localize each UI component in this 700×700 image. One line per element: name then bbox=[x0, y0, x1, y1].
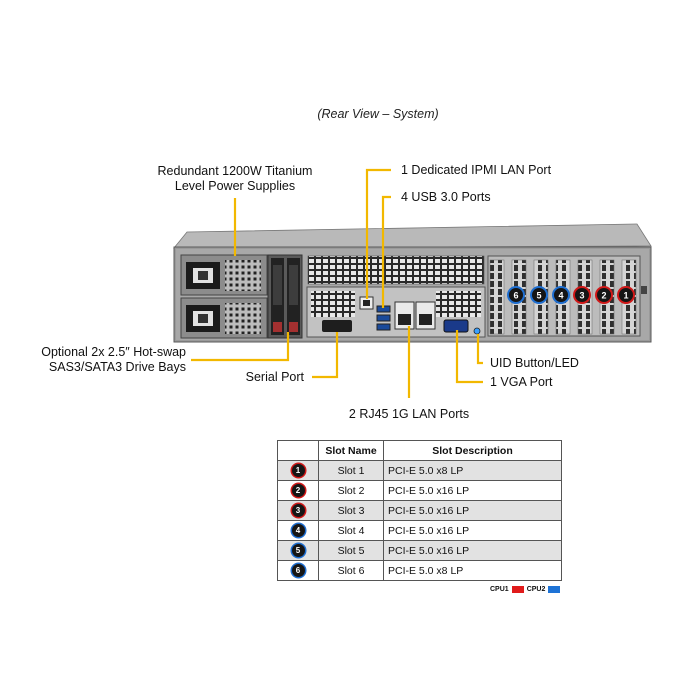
serial-callout-line bbox=[312, 332, 339, 379]
slot-name: Slot 5 bbox=[318, 540, 384, 561]
rear-vent bbox=[307, 255, 485, 285]
slot-marker bbox=[595, 286, 613, 304]
slot-badge-cell: 2 bbox=[277, 480, 319, 501]
table-row: 4 Slot 4 PCI-E 5.0 x16 LP bbox=[277, 520, 562, 541]
slot-badge: 4 bbox=[291, 524, 305, 537]
vga-label: 1 VGA Port bbox=[490, 375, 553, 389]
io-panel bbox=[306, 286, 486, 338]
slot-description: PCI-E 5.0 x8 LP bbox=[383, 460, 562, 481]
slot-name: Slot 1 bbox=[318, 460, 384, 481]
slot-marker-label: 5 bbox=[536, 291, 541, 301]
table-header: Slot Description bbox=[383, 440, 562, 461]
vga-callout-line bbox=[455, 330, 483, 384]
table-row: 5 Slot 5 PCI-E 5.0 x16 LP bbox=[277, 540, 562, 561]
slot-marker-label: 1 bbox=[623, 291, 628, 301]
drive-callout-line bbox=[191, 332, 290, 362]
legend-cpu1-label: CPU1 bbox=[490, 586, 509, 593]
slot-markers: 6 5 4 3 2 1 bbox=[507, 286, 635, 304]
slot-badge: 6 bbox=[291, 564, 305, 577]
usb-label: 4 USB 3.0 Ports bbox=[401, 190, 491, 204]
drive-bays-label-line2: SAS3/SATA3 Drive Bays bbox=[49, 360, 186, 374]
cpu-legend: CPU1 CPU2 bbox=[490, 586, 561, 593]
slot-badge-cell: 5 bbox=[277, 540, 319, 561]
slot-description: PCI-E 5.0 x16 LP bbox=[383, 500, 562, 521]
slot-marker-label: 4 bbox=[558, 291, 563, 301]
slot-name: Slot 6 bbox=[318, 560, 384, 581]
table-row: 1 Slot 1 PCI-E 5.0 x8 LP bbox=[277, 460, 562, 481]
slot-name: Slot 2 bbox=[318, 480, 384, 501]
power-label-line1: Redundant 1200W Titanium bbox=[158, 164, 313, 178]
slot-description: PCI-E 5.0 x8 LP bbox=[383, 560, 562, 581]
table-header bbox=[277, 440, 319, 461]
slot-marker bbox=[530, 286, 548, 304]
slot-badge-cell: 4 bbox=[277, 520, 319, 541]
legend-cpu2-label: CPU2 bbox=[526, 586, 546, 593]
ipmi-label: 1 Dedicated IPMI LAN Port bbox=[401, 163, 552, 177]
slot-table: Slot Name Slot Description 1 Slot 1 PCI-… bbox=[277, 440, 562, 581]
callout-lines bbox=[191, 168, 483, 398]
drive-bays bbox=[267, 254, 303, 339]
slot-badge: 3 bbox=[291, 504, 305, 517]
uid-label: UID Button/LED bbox=[490, 356, 579, 370]
slot-name: Slot 4 bbox=[318, 520, 384, 541]
legend-cpu1-swatch bbox=[511, 586, 524, 593]
slot-badge-cell: 6 bbox=[277, 560, 319, 581]
table-row: 3 Slot 3 PCI-E 5.0 x16 LP bbox=[277, 500, 562, 521]
slot-marker bbox=[617, 286, 635, 304]
slot-marker bbox=[552, 286, 570, 304]
power-supplies bbox=[180, 254, 268, 339]
slot-name: Slot 3 bbox=[318, 500, 384, 521]
uid-callout-line bbox=[476, 334, 483, 365]
slot-marker bbox=[573, 286, 591, 304]
slot-marker-label: 6 bbox=[513, 291, 518, 301]
slot-badge: 2 bbox=[291, 484, 305, 497]
slot-marker bbox=[507, 286, 525, 304]
slot-marker-label: 3 bbox=[579, 291, 584, 301]
slot-badge-cell: 1 bbox=[277, 460, 319, 481]
ipmi-callout-line bbox=[365, 168, 391, 299]
usb-callout-line bbox=[381, 195, 391, 308]
power-label-line2: Level Power Supplies bbox=[175, 179, 295, 193]
legend-cpu2-swatch bbox=[548, 586, 561, 593]
slot-description: PCI-E 5.0 x16 LP bbox=[383, 540, 562, 561]
slot-description: PCI-E 5.0 x16 LP bbox=[383, 520, 562, 541]
serial-port-label: Serial Port bbox=[246, 370, 305, 384]
diagram-title: (Rear View – System) bbox=[317, 107, 438, 121]
table-row: 2 Slot 2 PCI-E 5.0 x16 LP bbox=[277, 480, 562, 501]
lan-label: 2 RJ45 1G LAN Ports bbox=[349, 407, 469, 421]
slot-description: PCI-E 5.0 x16 LP bbox=[383, 480, 562, 501]
table-header-row: Slot Name Slot Description bbox=[277, 440, 562, 461]
drive-bays-label-line1: Optional 2x 2.5″ Hot-swap bbox=[41, 345, 186, 359]
slot-badge: 5 bbox=[291, 544, 305, 557]
table-row: 6 Slot 6 PCI-E 5.0 x8 LP bbox=[277, 560, 562, 581]
table-header: Slot Name bbox=[318, 440, 384, 461]
slot-badge: 1 bbox=[291, 464, 305, 477]
slot-badge-cell: 3 bbox=[277, 500, 319, 521]
slot-marker-label: 2 bbox=[601, 291, 606, 301]
